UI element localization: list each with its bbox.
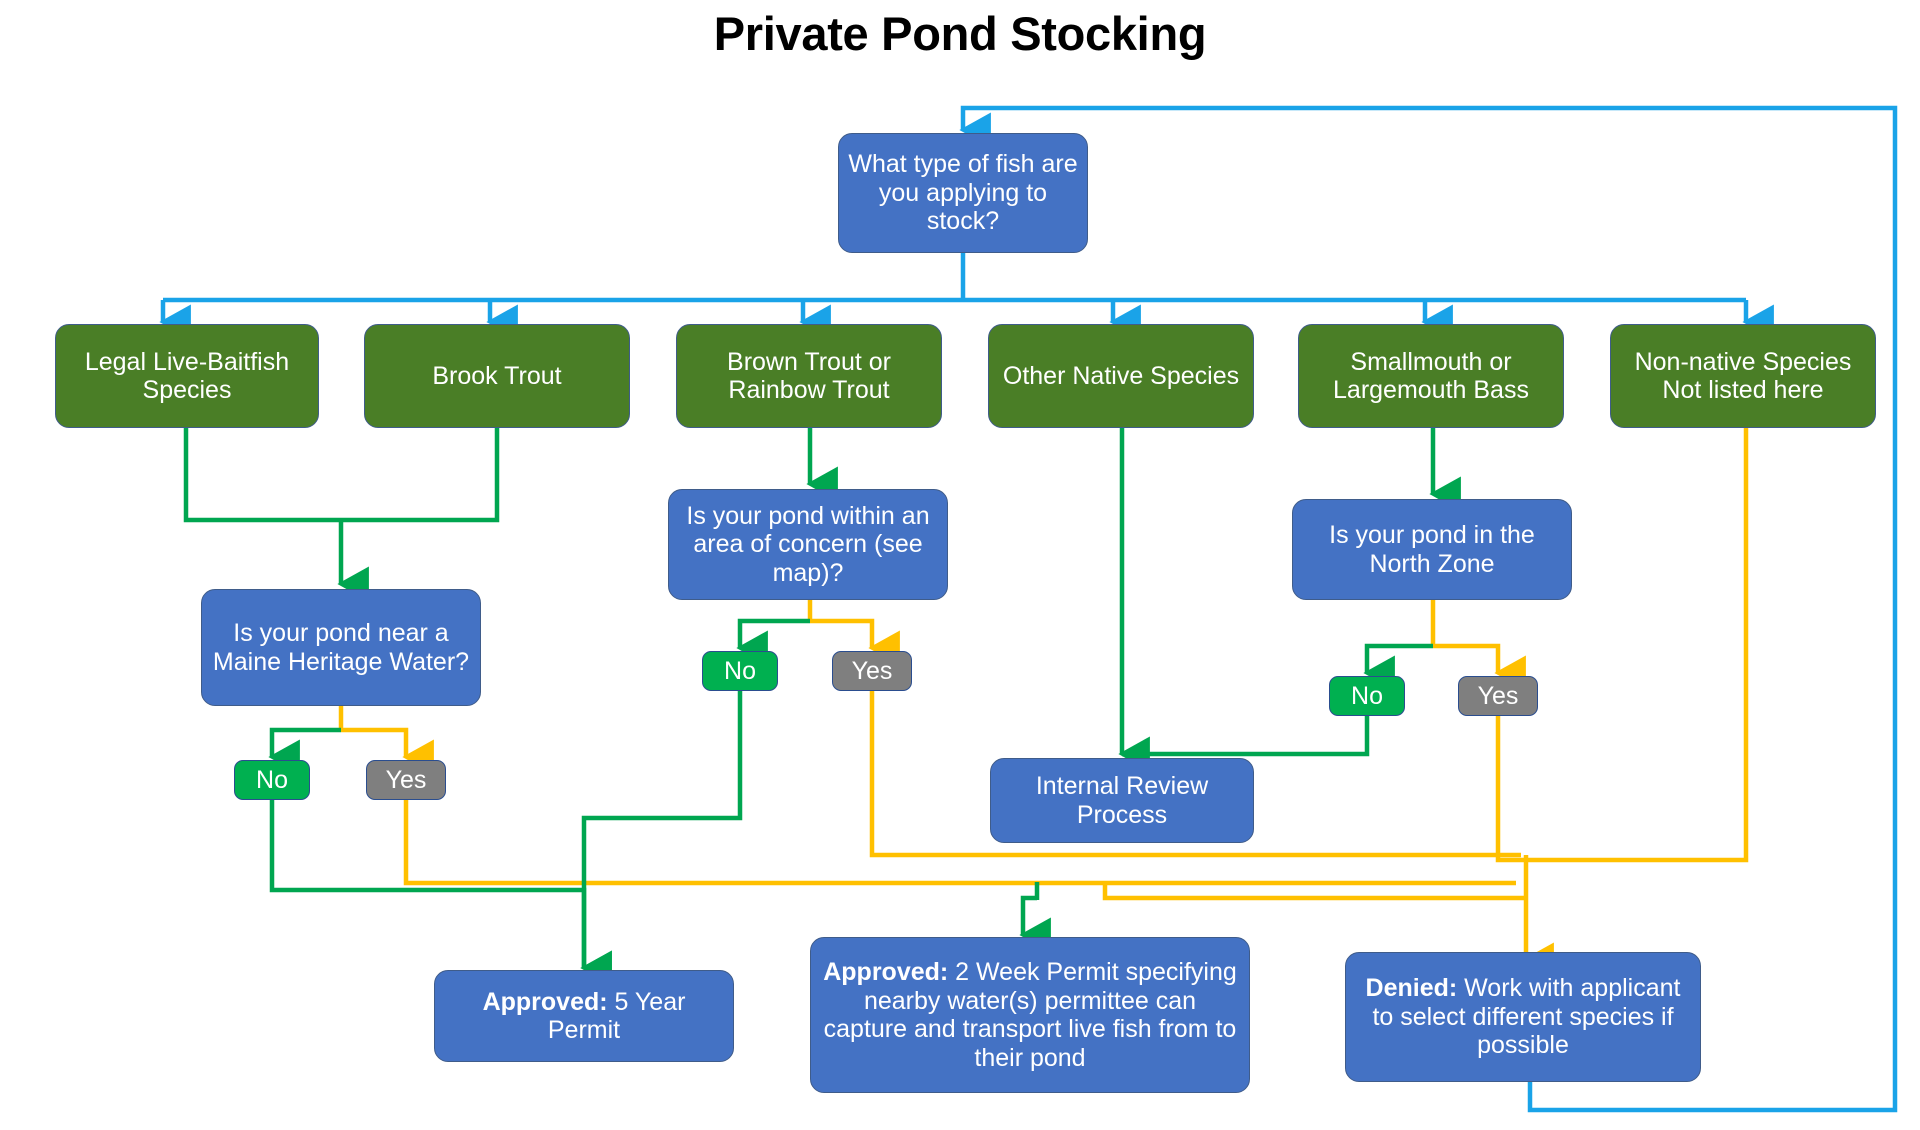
node-question-north-zone[interactable]: Is your pond in the North Zone — [1292, 499, 1572, 600]
edge-concern-to-no — [736, 618, 810, 666]
node-label: Brown Trout or Rainbow Trout — [727, 347, 891, 405]
edge-concern-no-to-5year — [580, 691, 743, 986]
node-species-non-native[interactable]: Non-native Species Not listed here — [1610, 324, 1876, 428]
edge-heritage-to-no — [268, 727, 341, 775]
badge-north-zone-no[interactable]: No — [1329, 676, 1405, 716]
node-label: Approved: 2 Week Permit specifying nearb… — [819, 958, 1241, 1072]
edge-non-native-to-denied — [1528, 428, 1749, 863]
badge-label: No — [1351, 681, 1383, 710]
node-species-smallmouth-or-largemouth-bass[interactable]: Smallmouth or Largemouth Bass — [1298, 324, 1564, 428]
badge-area-of-concern-yes[interactable]: Yes — [832, 651, 912, 691]
node-species-brook-trout[interactable]: Brook Trout — [364, 324, 630, 428]
node-label: Approved: 5 Year Permit — [443, 988, 725, 1045]
badge-north-zone-yes[interactable]: Yes — [1458, 676, 1538, 716]
node-species-brown-or-rainbow-trout[interactable]: Brown Trout or Rainbow Trout — [676, 324, 942, 428]
node-label: Non-native Species Not listed here — [1634, 347, 1852, 405]
node-internal-review-process[interactable]: Internal Review Process — [990, 758, 1254, 843]
node-species-legal-live-baitfish[interactable]: Legal Live-Baitfish Species — [55, 324, 319, 428]
node-outcome-denied[interactable]: Denied: Work with applicant to select di… — [1345, 952, 1701, 1082]
node-question-maine-heritage-water[interactable]: Is your pond near a Maine Heritage Water… — [201, 589, 481, 706]
node-label: Is your pond near a Maine Heritage Water… — [212, 619, 470, 676]
node-start-question[interactable]: What type of fish are you applying to st… — [838, 133, 1088, 253]
outcome-body: Work with applicant to select different … — [1372, 974, 1681, 1060]
edge-heritage-to-yes — [341, 727, 434, 775]
outcome-body: 2 Week Permit specifying nearby water(s)… — [823, 958, 1237, 1072]
node-species-other-native[interactable]: Other Native Species — [988, 324, 1254, 428]
node-label: Other Native Species — [1002, 361, 1240, 390]
badge-heritage-yes[interactable]: Yes — [366, 760, 446, 800]
node-label: Is your pond within an area of concern (… — [686, 501, 930, 587]
node-label: What type of fish are you applying to st… — [848, 150, 1078, 236]
node-outcome-approved-5-year-permit[interactable]: Approved: 5 Year Permit — [434, 970, 734, 1062]
badge-heritage-no[interactable]: No — [234, 760, 310, 800]
node-label: Is your pond in the North Zone — [1329, 521, 1535, 578]
edge-north-no-to-review — [1122, 716, 1370, 757]
edge-north-to-yes — [1433, 643, 1526, 691]
edge-heritage-yes-to-denied — [403, 800, 1516, 886]
edge-review-to-denied — [1102, 882, 1526, 901]
node-label: Legal Live-Baitfish Species — [84, 347, 290, 405]
edge-review-to-2week-leg — [1019, 895, 1051, 953]
badge-label: No — [256, 765, 288, 794]
outcome-prefix: Approved: — [823, 958, 949, 986]
badge-label: Yes — [1477, 681, 1519, 710]
node-label: Denied: Work with applicant to select di… — [1354, 974, 1692, 1060]
badge-label: Yes — [851, 656, 893, 685]
edge-concern-to-yes — [810, 618, 900, 666]
outcome-prefix: Denied: — [1365, 974, 1458, 1003]
node-label: Smallmouth or Largemouth Bass — [1333, 347, 1529, 405]
edge-north-to-no — [1363, 643, 1433, 691]
edge-north-yes-to-denied — [1495, 716, 1528, 863]
badge-label: No — [724, 656, 756, 685]
outcome-body: 5 Year Permit — [547, 987, 686, 1045]
node-label: Brook Trout — [432, 361, 562, 390]
badge-label: Yes — [385, 765, 427, 794]
edge-heritage-no-to-5year — [269, 800, 612, 986]
edge-brook-to-heritage — [341, 428, 500, 523]
page-title: Private Pond Stocking — [713, 7, 1207, 60]
badge-area-of-concern-no[interactable]: No — [702, 651, 778, 691]
outcome-prefix: Approved: — [482, 987, 608, 1016]
node-question-area-of-concern[interactable]: Is your pond within an area of concern (… — [668, 489, 948, 600]
node-label: Internal Review Process — [1035, 772, 1209, 829]
node-outcome-approved-2-week-permit[interactable]: Approved: 2 Week Permit specifying nearb… — [810, 937, 1250, 1093]
edge-baitfish-to-heritage — [183, 428, 341, 523]
